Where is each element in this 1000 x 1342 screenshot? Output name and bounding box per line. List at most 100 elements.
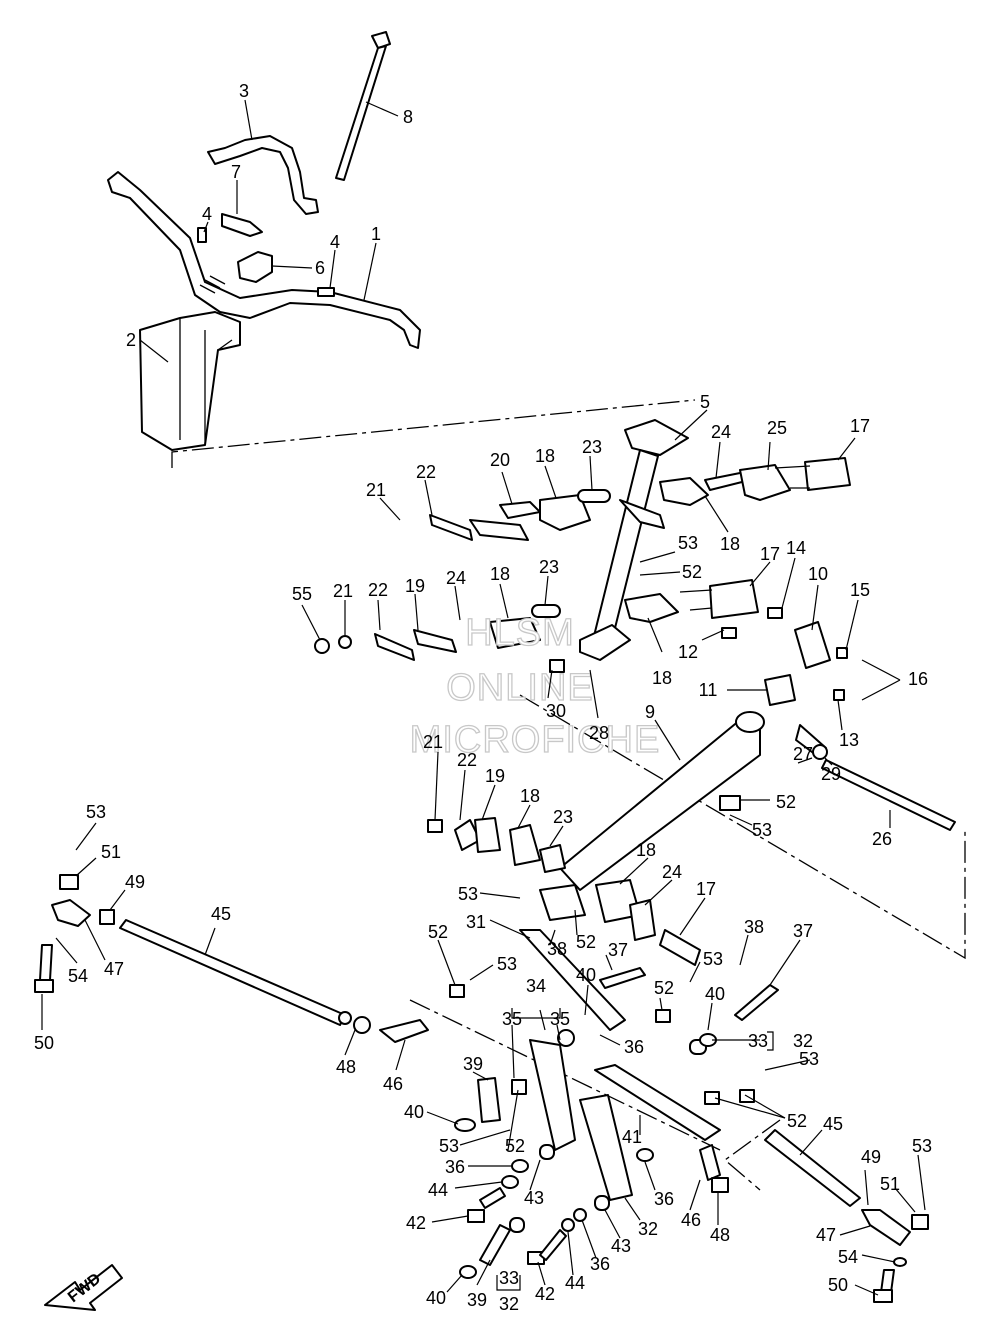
callout-43: 43 xyxy=(524,1188,544,1208)
callout-1: 1 xyxy=(371,224,381,244)
callout-53: 53 xyxy=(752,820,772,840)
watermark-line-2: ONLINE xyxy=(446,667,593,709)
callout-17: 17 xyxy=(760,544,780,564)
callout-40: 40 xyxy=(705,984,725,1004)
callout-21: 21 xyxy=(366,480,386,500)
callout-23: 23 xyxy=(553,807,573,827)
callout-20: 20 xyxy=(490,450,510,470)
callout-23: 23 xyxy=(539,557,559,577)
idler-arms xyxy=(477,929,721,1201)
callout-35: 35 xyxy=(502,1009,522,1029)
callout-23: 23 xyxy=(582,437,602,457)
callout-22: 22 xyxy=(368,580,388,600)
callout-9: 9 xyxy=(645,702,655,722)
callout-26: 26 xyxy=(872,829,892,849)
callout-53: 53 xyxy=(703,949,723,969)
callout-41: 41 xyxy=(622,1127,642,1147)
callout-15: 15 xyxy=(850,580,870,600)
callout-28: 28 xyxy=(589,723,609,743)
callout-30: 30 xyxy=(546,701,566,721)
callout-36: 36 xyxy=(624,1037,644,1057)
callout-37: 37 xyxy=(793,921,813,941)
lower-steering-links xyxy=(427,817,701,966)
callout-33: 33 xyxy=(748,1031,768,1051)
callout-55: 55 xyxy=(292,584,312,604)
callout-33: 33 xyxy=(499,1268,519,1288)
callout-18: 18 xyxy=(520,786,540,806)
callout-10: 10 xyxy=(808,564,828,584)
callout-29: 29 xyxy=(821,764,841,784)
callout-6: 6 xyxy=(315,258,325,278)
callout-32: 32 xyxy=(793,1031,813,1051)
callout-52: 52 xyxy=(787,1111,807,1131)
callout-51: 51 xyxy=(880,1174,900,1194)
callout-48: 48 xyxy=(336,1057,356,1077)
lower-hardware xyxy=(449,967,779,1279)
callout-53: 53 xyxy=(799,1049,819,1069)
steering-shaft xyxy=(549,659,956,891)
pipe-bolt xyxy=(335,31,391,181)
callout-18: 18 xyxy=(720,534,740,554)
callout-51: 51 xyxy=(101,842,121,862)
callout-18: 18 xyxy=(535,446,555,466)
callout-53: 53 xyxy=(86,802,106,822)
callout-35: 35 xyxy=(550,1009,570,1029)
callout-14: 14 xyxy=(786,538,806,558)
callout-21: 21 xyxy=(333,581,353,601)
steering-pad xyxy=(139,311,241,451)
callout-2: 2 xyxy=(126,330,136,350)
leader-lines xyxy=(41,99,926,1296)
callout-13: 13 xyxy=(839,730,859,750)
callout-34: 34 xyxy=(526,976,546,996)
callout-40: 40 xyxy=(404,1102,424,1122)
callout-53: 53 xyxy=(678,533,698,553)
steering-column xyxy=(579,419,689,661)
callout-39: 39 xyxy=(467,1290,487,1310)
callout-49: 49 xyxy=(861,1147,881,1167)
callout-36: 36 xyxy=(654,1189,674,1209)
callout-labels: 1 2 3 4 4 5 6 7 8 9 10 11 12 13 14 15 16… xyxy=(34,81,932,1314)
callout-42: 42 xyxy=(406,1213,426,1233)
callout-44: 44 xyxy=(565,1273,585,1293)
callout-36: 36 xyxy=(445,1157,465,1177)
callout-43: 43 xyxy=(611,1236,631,1256)
callout-24: 24 xyxy=(662,862,682,882)
callout-4: 4 xyxy=(330,232,340,252)
middle-link-arms xyxy=(314,579,848,706)
callout-24: 24 xyxy=(711,422,731,442)
callout-46: 46 xyxy=(681,1210,701,1230)
callout-40: 40 xyxy=(576,965,596,985)
callout-19: 19 xyxy=(405,576,425,596)
callout-50: 50 xyxy=(828,1275,848,1295)
callout-44: 44 xyxy=(428,1180,448,1200)
callout-52: 52 xyxy=(505,1136,525,1156)
callout-53: 53 xyxy=(912,1136,932,1156)
callout-11: 11 xyxy=(699,680,718,700)
callout-31: 31 xyxy=(466,912,486,932)
callout-32: 32 xyxy=(638,1219,658,1239)
watermark: HLSM ONLINE MICROFICHE xyxy=(409,611,661,761)
callout-17: 17 xyxy=(850,416,870,436)
callout-53: 53 xyxy=(439,1136,459,1156)
watermark-line-3: MICROFICHE xyxy=(410,719,661,761)
callout-52: 52 xyxy=(776,792,796,812)
callout-7: 7 xyxy=(231,162,241,182)
callout-38: 38 xyxy=(547,939,567,959)
callout-22: 22 xyxy=(457,750,477,770)
callout-45: 45 xyxy=(211,904,231,924)
callout-17: 17 xyxy=(696,879,716,899)
callout-52: 52 xyxy=(682,562,702,582)
callout-38: 38 xyxy=(744,917,764,937)
callout-3: 3 xyxy=(239,81,249,101)
callout-16: 16 xyxy=(908,669,928,689)
callout-25: 25 xyxy=(767,418,787,438)
callout-19: 19 xyxy=(485,766,505,786)
callout-22: 22 xyxy=(416,462,436,482)
callout-8: 8 xyxy=(403,107,413,127)
handle-grip-pipe xyxy=(207,135,319,215)
upper-link-arms xyxy=(429,457,851,541)
callout-52: 52 xyxy=(576,932,596,952)
callout-54: 54 xyxy=(838,1247,858,1267)
callout-5: 5 xyxy=(700,392,710,412)
callout-45: 45 xyxy=(823,1114,843,1134)
